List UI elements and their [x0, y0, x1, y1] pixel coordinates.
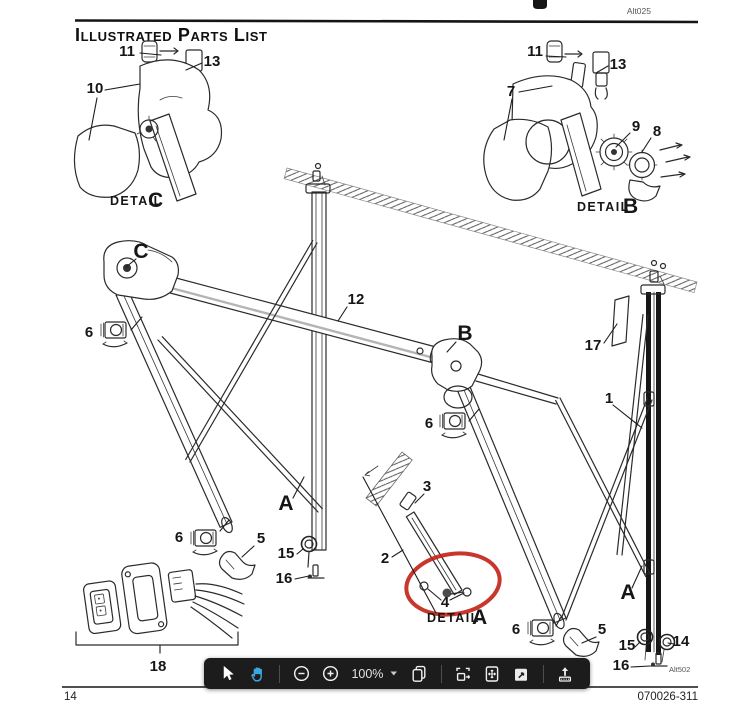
part-label: 15	[278, 545, 295, 562]
pin-16-left	[307, 564, 325, 580]
part-label: 13	[204, 53, 221, 70]
zoom-level-value: 100%	[351, 666, 384, 681]
wiring-harness	[75, 562, 245, 654]
fit-width-button[interactable]	[452, 660, 475, 687]
roller-tube	[141, 269, 439, 364]
cursor-icon	[223, 665, 234, 681]
detail-caption-letter: C	[148, 189, 163, 212]
part-label: 8	[653, 123, 661, 140]
part-label: 6	[85, 324, 93, 341]
clamp-icon	[100, 321, 128, 348]
part-label: 1	[605, 390, 613, 407]
figure-tag: Alt502	[669, 665, 690, 674]
part-labels: 11 13 10 11 13 7 9 8 C 12 B 17 1 6 6 6 6…	[85, 43, 690, 675]
toolbar-separator	[440, 664, 442, 683]
header-corner-tag: Alt025	[627, 6, 651, 16]
select-tool-button[interactable]	[217, 660, 240, 687]
part-label: 10	[87, 80, 104, 97]
awning-rail-strip	[283, 167, 698, 294]
pan-tool-button[interactable]	[246, 660, 269, 687]
fullscreen-icon	[515, 668, 528, 681]
copy-page-button[interactable]	[407, 660, 430, 687]
part-label: 5	[598, 621, 606, 638]
toolbar-separator	[279, 664, 281, 683]
detail-caption-word: DETAIL	[110, 194, 163, 208]
zoom-level-dropdown[interactable]: 100%	[351, 667, 398, 681]
left-rail	[305, 162, 331, 551]
part-label: 16	[276, 570, 293, 587]
clamp-icon	[527, 619, 555, 646]
pages-icon	[412, 665, 426, 682]
footer-doc-number: 070026-311	[637, 691, 698, 703]
fit-width-icon	[456, 667, 471, 681]
detail-caption-letter: A	[472, 606, 487, 629]
viewer-toolbar: 100%	[204, 658, 590, 689]
toolbar-separator	[542, 664, 544, 683]
bracket-18	[75, 631, 239, 654]
detail-c-figure	[73, 40, 223, 202]
part-label: 17	[585, 337, 602, 354]
part-label: B	[457, 322, 472, 345]
foot-bracket-left	[218, 550, 256, 580]
detail-captions: DETAIL C DETAIL B DETAIL A	[110, 189, 638, 629]
detail-caption-word: DETAIL	[577, 200, 630, 214]
part-label: A	[620, 581, 635, 604]
part-label: C	[133, 240, 148, 263]
detail-a-figure	[364, 451, 472, 598]
detail-caption-word: DETAIL	[427, 611, 480, 625]
clamp-icon	[439, 412, 467, 439]
zoom-in-button[interactable]	[319, 660, 342, 687]
fit-page-button[interactable]	[481, 660, 504, 687]
footer-page-number: 14	[64, 691, 77, 703]
part-label: 9	[632, 118, 640, 135]
part-label: 11	[119, 43, 135, 60]
upload-button[interactable]	[554, 660, 577, 687]
part-label: 11	[527, 43, 543, 60]
part-label: 18	[150, 658, 167, 675]
ring-15-left	[300, 535, 318, 553]
hand-icon	[251, 666, 262, 682]
detail-caption-letter: B	[623, 195, 638, 218]
part-label: 6	[512, 621, 520, 638]
part-label: 3	[423, 478, 431, 495]
pin-16-right	[650, 652, 668, 668]
cropped-header-icon	[533, 0, 547, 9]
part-label: A	[278, 492, 293, 515]
zoom-out-icon	[294, 665, 310, 682]
part-label: 5	[257, 530, 265, 547]
fit-page-icon	[485, 665, 499, 682]
part-label: 4	[441, 594, 450, 611]
part-label: 15	[619, 637, 636, 654]
right-arm-assembly	[431, 295, 653, 630]
part-label: 14	[673, 633, 690, 650]
part-label: 12	[348, 291, 365, 308]
part-label: 13	[610, 56, 627, 73]
part-label: 2	[381, 550, 389, 567]
part-17-strip	[611, 295, 630, 347]
highlight-ellipse	[404, 551, 502, 617]
upload-icon	[559, 666, 572, 682]
zoom-in-icon	[323, 665, 339, 682]
foot-bracket-right	[562, 627, 600, 657]
leader-lines	[88, 52, 675, 668]
part-label: 6	[175, 529, 183, 546]
left-arm-assembly	[103, 239, 323, 534]
chevron-down-icon	[390, 671, 398, 676]
zoom-out-button[interactable]	[290, 660, 313, 687]
fullscreen-button[interactable]	[510, 660, 533, 687]
clamp-icon	[190, 529, 218, 556]
page-title: Illustrated Parts List	[75, 25, 268, 45]
header-rule	[74, 19, 699, 24]
part-label: 7	[507, 83, 515, 100]
part-label: 6	[425, 415, 433, 432]
part-label: 16	[613, 657, 630, 674]
right-rail	[640, 259, 667, 655]
detail-b-figure	[483, 40, 691, 202]
